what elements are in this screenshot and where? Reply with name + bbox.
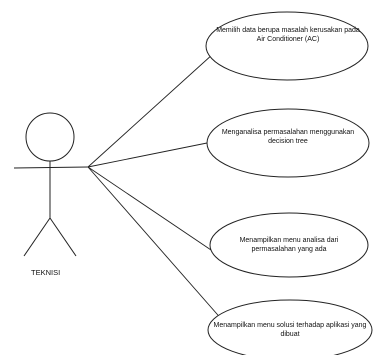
use-case-label-2: Menganalisa permasalahan menggunakan dec…: [221, 129, 355, 145]
actor-label: TEKNISI: [31, 268, 61, 277]
association-line-4: [87, 166, 232, 331]
use-case-ellipse-4: [207, 299, 373, 355]
use-case-label-1: Memilih data berupa masalah kerusakan pa…: [216, 27, 360, 43]
actor-teknisi: [13, 112, 89, 257]
use-case-ellipse-1: [205, 11, 369, 81]
use-case-label-4: Menampilkan menu solusi terhadap aplikas…: [213, 322, 367, 338]
actor-head: [25, 112, 75, 162]
actor-arms: [13, 166, 89, 169]
actor-right-leg: [49, 217, 77, 257]
actor-left-leg: [23, 217, 51, 257]
use-case-ellipse-2: [206, 108, 370, 178]
use-case-ellipse-3: [209, 212, 369, 278]
use-case-label-3: Menampilkan menu analisa dari permasalah…: [239, 237, 339, 253]
association-line-2: [87, 142, 208, 168]
association-line-3: [87, 166, 215, 253]
